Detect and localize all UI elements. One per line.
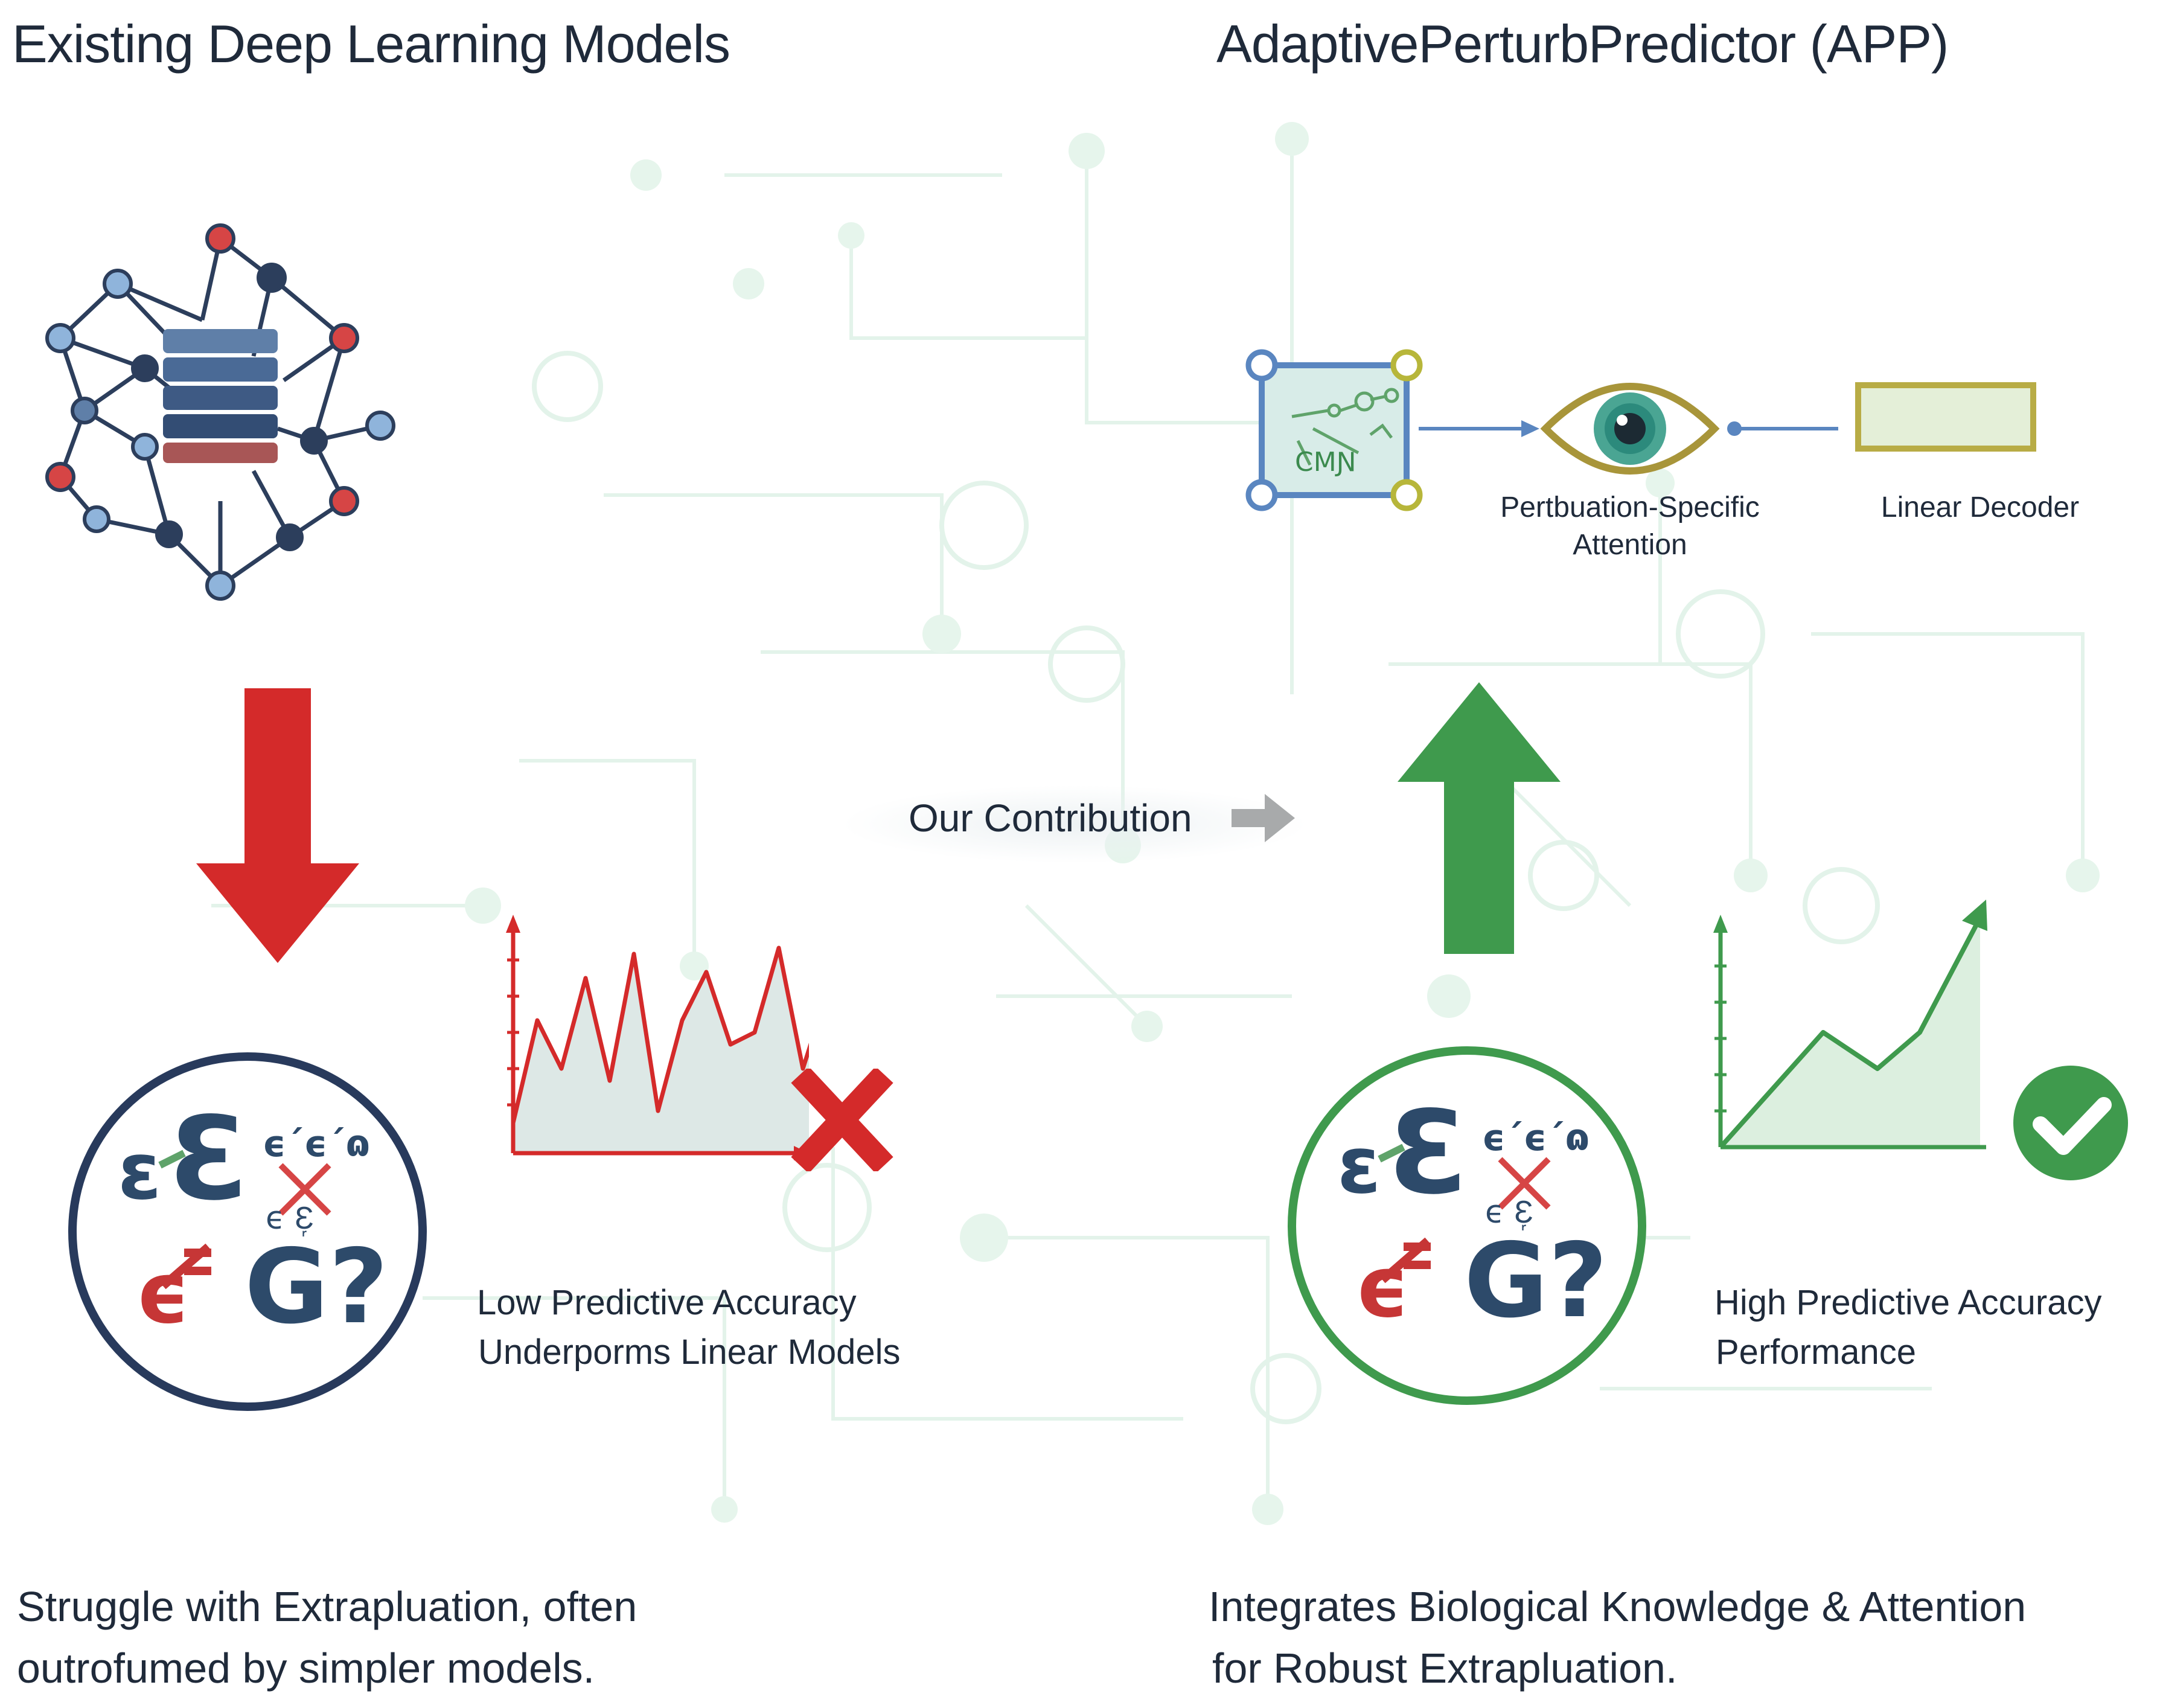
glyph-red-epsilon: ϵ xyxy=(1355,1238,1410,1337)
decoder-connector-icon xyxy=(1727,421,1838,436)
glyph-epsilon-large: Ɛ xyxy=(169,1092,249,1226)
linear-decoder-icon xyxy=(1855,382,2036,452)
red-x-icon xyxy=(791,1069,893,1171)
right-caption-line1: High Predictive Accuracy xyxy=(1714,1283,2102,1322)
graph-chip-icon: CMƝ xyxy=(1245,349,1423,511)
right-bottom-line1: Integrates Biological Knowledge & Attent… xyxy=(1209,1583,2027,1630)
glyph-cluster-top: ϵ´ϵ´ɷ xyxy=(1482,1117,1590,1159)
green-up-arrow-icon xyxy=(1398,682,1561,954)
high-accuracy-chart-icon xyxy=(1713,900,1987,1150)
glyph-epsilon-small: ε xyxy=(1337,1119,1381,1211)
left-title: Existing Deep Learning Models xyxy=(12,14,730,74)
decoder-label: Linear Decoder xyxy=(1880,491,2080,523)
left-caption-line2: Underporms Linear Models xyxy=(478,1332,901,1372)
low-chart-area xyxy=(513,948,809,1153)
attention-label-line1: Pertbuation-Specific xyxy=(1500,491,1760,523)
glyph-g-question: G? xyxy=(244,1227,388,1347)
glyph-epsilon-small: ε xyxy=(118,1125,161,1217)
left-bottom-line1: Struggle with Extrapluation, often xyxy=(17,1583,637,1630)
left-gene-circle-icon: ε Ɛ ϵ´ϵ´ɷ ϵ Ɛ᷊ ϵ G? xyxy=(68,1052,427,1411)
left-caption-line1: Low Predictive Accuracy xyxy=(477,1283,857,1322)
glyph-red-epsilon: ϵ xyxy=(136,1244,190,1343)
glyph-cluster-top: ϵ´ϵ´ɷ xyxy=(263,1123,370,1165)
attention-label-line2: Attention xyxy=(1573,529,1687,561)
right-gene-circle-icon: ε Ɛ ϵ´ϵ´ɷ ϵ Ɛ᷊ ϵ G? xyxy=(1288,1046,1646,1405)
right-caption-line2: Performance xyxy=(1716,1332,1917,1372)
glyph-g-question: G? xyxy=(1464,1221,1608,1341)
neural-network-stack-icon xyxy=(45,223,395,601)
right-title: AdaptivePerturbPredictor (APP) xyxy=(1216,14,1949,74)
left-bottom-line2: outrofumed by simpler models. xyxy=(17,1645,595,1692)
red-down-arrow-icon xyxy=(196,688,359,963)
glyph-epsilon-large: Ɛ xyxy=(1388,1086,1468,1220)
high-chart-y-arrow xyxy=(1713,915,1728,933)
low-accuracy-chart-icon xyxy=(506,915,809,1160)
high-chart-area xyxy=(1721,918,1980,1147)
glyph-cluster-bottom: ϵ Ɛ᷊ xyxy=(266,1200,314,1236)
right-bottom-line2: for Robust Extrapluation. xyxy=(1212,1645,1678,1692)
low-chart-y-arrow xyxy=(506,915,520,933)
chip-text: CMƝ xyxy=(1295,447,1356,478)
high-chart-line xyxy=(1719,916,1983,1149)
green-check-icon xyxy=(2013,1066,2128,1180)
low-chart-line xyxy=(511,945,809,1124)
eye-icon xyxy=(1540,383,1720,475)
contribution-label: Our Contribution xyxy=(909,796,1192,840)
high-chart-arrowhead xyxy=(1962,900,1987,931)
contribution-arrow-icon xyxy=(1232,794,1295,842)
glyph-cluster-bottom: ϵ Ɛ᷊ xyxy=(1485,1194,1533,1230)
flow-arrow-icon xyxy=(1419,420,1539,437)
